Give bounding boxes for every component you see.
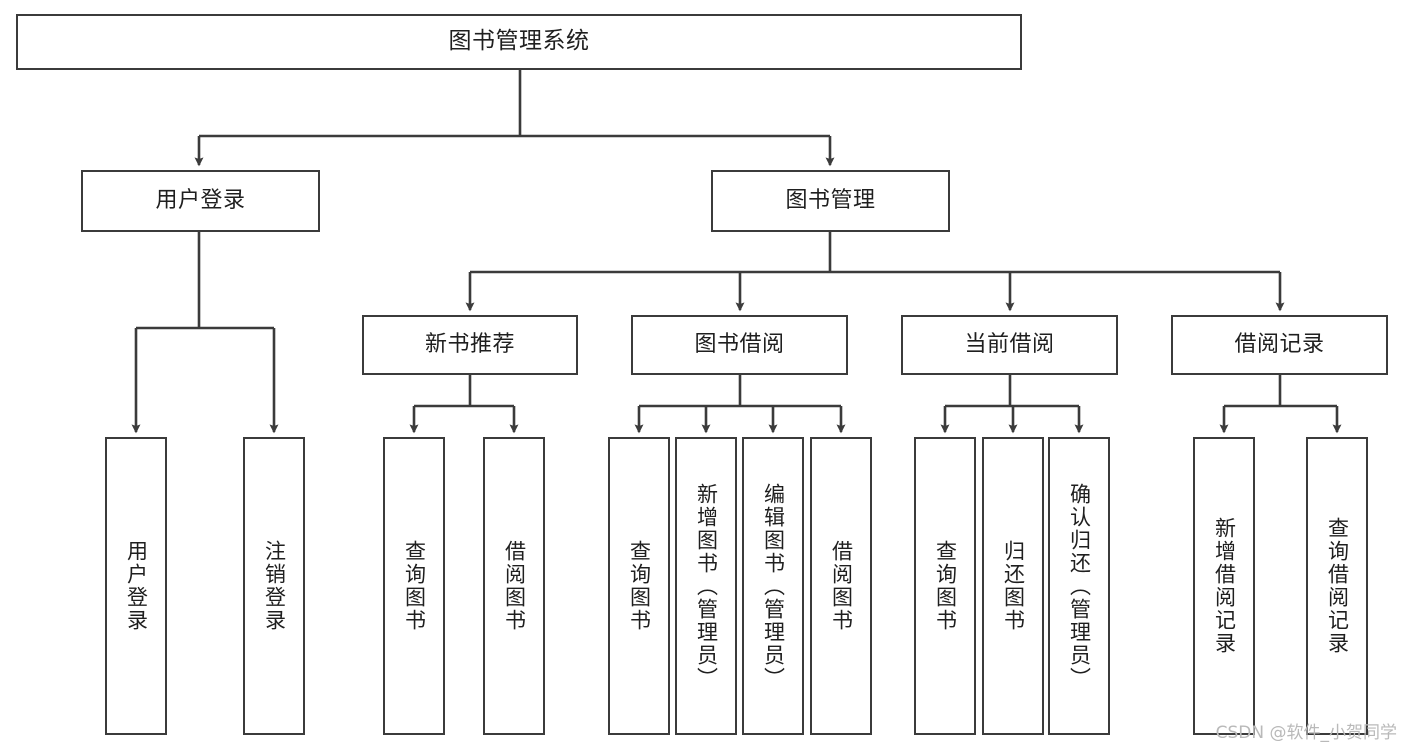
leaf-new-book-query-book[interactable]: 查询图书 (383, 437, 445, 735)
leaf-current-return-book[interactable]: 归还图书 (982, 437, 1044, 735)
node-label: 确认归还（管理员） (1067, 482, 1092, 690)
node-current-borrow[interactable]: 当前借阅 (901, 315, 1118, 375)
leaf-borrow-query-book[interactable]: 查询图书 (608, 437, 670, 735)
node-label: 借阅图书 (829, 540, 854, 632)
node-label: 新增借阅记录 (1212, 517, 1237, 655)
node-label: 注销登录 (262, 540, 287, 632)
leaf-record-query-borrow-record[interactable]: 查询借阅记录 (1306, 437, 1368, 735)
leaf-user-login[interactable]: 用户登录 (105, 437, 167, 735)
node-book-management[interactable]: 图书管理 (711, 170, 950, 232)
node-label: 借阅图书 (502, 540, 527, 632)
leaf-borrow-edit-book-admin[interactable]: 编辑图书（管理员） (742, 437, 804, 735)
leaf-new-book-borrow-book[interactable]: 借阅图书 (483, 437, 545, 735)
watermark: CSDN @软件_小贺同学 (1215, 723, 1397, 743)
node-borrow-record[interactable]: 借阅记录 (1171, 315, 1388, 375)
node-label: 图书借阅 (694, 332, 785, 358)
node-root-book-management-system[interactable]: 图书管理系统 (16, 14, 1022, 70)
node-label: 用户登录 (155, 188, 246, 214)
node-label: 当前借阅 (964, 332, 1055, 358)
node-label: 查询图书 (627, 540, 652, 632)
leaf-logout[interactable]: 注销登录 (243, 437, 305, 735)
node-user-login[interactable]: 用户登录 (81, 170, 320, 232)
leaf-record-add-borrow-record[interactable]: 新增借阅记录 (1193, 437, 1255, 735)
node-label: 新增图书（管理员） (694, 482, 719, 690)
leaf-current-query-book[interactable]: 查询图书 (914, 437, 976, 735)
leaf-borrow-add-book-admin[interactable]: 新增图书（管理员） (675, 437, 737, 735)
leaf-borrow-borrow-book[interactable]: 借阅图书 (810, 437, 872, 735)
node-label: 用户登录 (124, 540, 149, 632)
node-label: 新书推荐 (424, 332, 515, 358)
node-label: 图书管理 (785, 188, 876, 214)
node-new-book-recommend[interactable]: 新书推荐 (362, 315, 578, 375)
node-label: 编辑图书（管理员） (761, 482, 786, 690)
leaf-current-confirm-return-admin[interactable]: 确认归还（管理员） (1048, 437, 1110, 735)
node-label: 借阅记录 (1234, 332, 1325, 358)
node-label: 查询图书 (933, 540, 958, 632)
node-book-borrow[interactable]: 图书借阅 (631, 315, 848, 375)
node-label: 归还图书 (1001, 540, 1026, 632)
node-label: 查询图书 (402, 540, 427, 632)
node-label: 查询借阅记录 (1325, 517, 1350, 655)
node-label: 图书管理系统 (448, 28, 590, 55)
